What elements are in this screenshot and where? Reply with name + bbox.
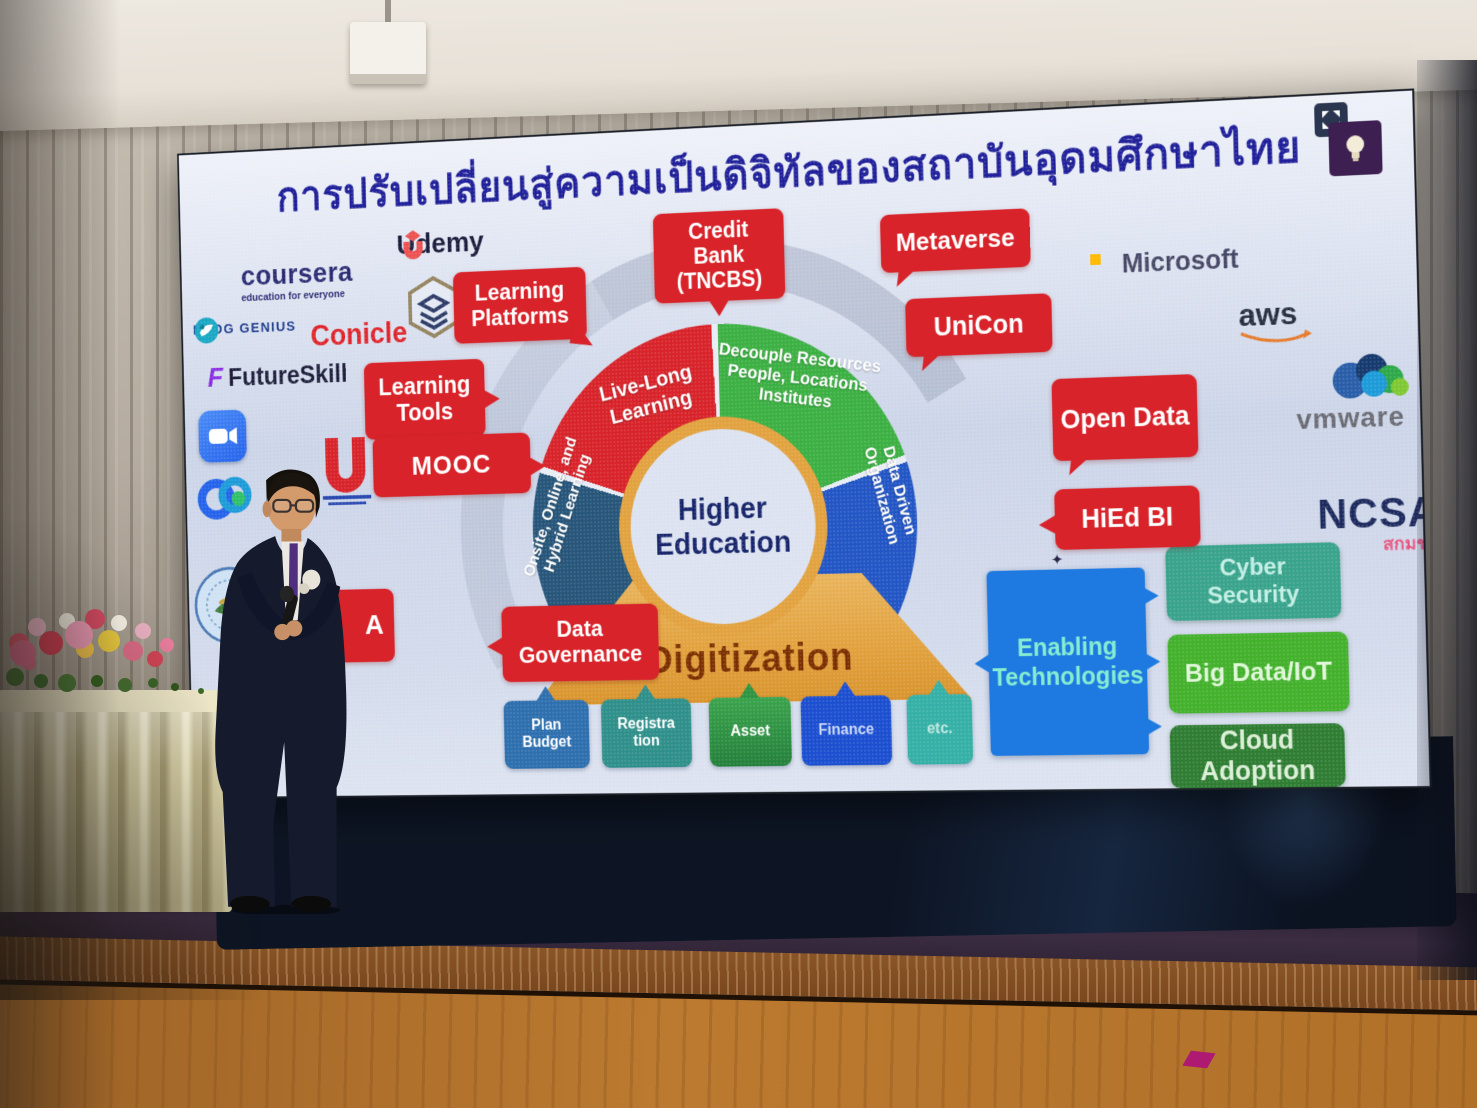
hexagon-stack-icon bbox=[406, 274, 462, 340]
cyber-security-box: Cyber Security bbox=[1165, 542, 1342, 622]
process-finance: Finance bbox=[800, 681, 893, 766]
futureskill-logo: F FutureSkill bbox=[207, 358, 348, 394]
process-plan-budget: Plan Budget bbox=[503, 686, 591, 769]
frog-icon bbox=[194, 316, 219, 344]
udemy-logo: Udemy bbox=[396, 226, 485, 261]
callout-learning-tools: Learning Tools bbox=[363, 358, 503, 440]
callout-credit-bank: Credit Bank (TNCBS) bbox=[652, 208, 786, 320]
aws-smile-icon bbox=[1239, 328, 1313, 349]
vmware-logo: vmware bbox=[1295, 349, 1409, 436]
red-u-logo bbox=[322, 437, 372, 506]
speaker-person bbox=[215, 469, 347, 914]
frog-genius-logo: FROG GENIUS bbox=[193, 316, 296, 344]
cursor-sparkle-icon: ✦ bbox=[1050, 551, 1064, 569]
callout-unicon: UniCon bbox=[905, 293, 1053, 375]
cloud-adoption-box: Cloud Adoption bbox=[1169, 723, 1346, 789]
process-registration: Registra tion bbox=[600, 684, 693, 768]
callout-learning-platforms: Learning Platforms bbox=[452, 266, 600, 349]
futureskill-f-icon: F bbox=[207, 362, 224, 394]
right-shadow bbox=[1417, 60, 1477, 980]
microsoft-logo: Microsoft bbox=[1090, 244, 1239, 281]
coursera-logo: coursera education for everyone bbox=[240, 256, 354, 305]
callout-metaverse: Metaverse bbox=[879, 208, 1031, 290]
aws-logo: aws bbox=[1238, 295, 1313, 334]
projector-mount bbox=[350, 22, 426, 84]
microsoft-squares-icon bbox=[1090, 253, 1113, 277]
callout-open-data: Open Data bbox=[1051, 374, 1199, 479]
process-etc: etc. bbox=[906, 679, 974, 765]
process-asset: Asset bbox=[708, 682, 793, 767]
conicle-logo: Conicle bbox=[310, 315, 408, 353]
lightbulb-icon bbox=[1328, 120, 1383, 177]
callout-mooc: MOOC bbox=[372, 432, 549, 498]
callout-data-governance: Data Governance bbox=[484, 603, 660, 683]
udemy-u-icon bbox=[403, 229, 423, 260]
enabling-technologies-box: Enabling Technologies bbox=[971, 567, 1166, 756]
big-data-iot-box: Big Data/IoT bbox=[1167, 631, 1350, 714]
vmware-cloud-icon bbox=[1332, 353, 1409, 400]
projector-bracket bbox=[385, 0, 391, 30]
ncsa-logo: NCSA สกมช bbox=[1317, 488, 1432, 554]
zoom-video-icon bbox=[198, 409, 247, 463]
callout-hied-bi: HiEd BI bbox=[1035, 485, 1201, 550]
